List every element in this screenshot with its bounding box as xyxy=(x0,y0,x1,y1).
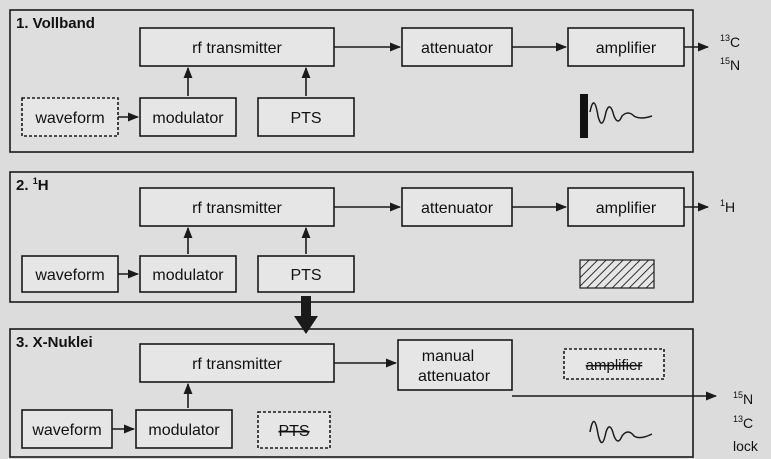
s1-title: 1. Vollband xyxy=(16,15,95,32)
s3-rf-transmitter-box xyxy=(139,343,335,383)
s1-output-2: 15N xyxy=(720,56,740,73)
s2-modulator-box xyxy=(139,255,237,293)
transition-arrow xyxy=(294,296,318,334)
s1-modulator-box xyxy=(139,97,237,137)
s3-modulator-label: modulator xyxy=(148,422,220,439)
s2-amplifier-box xyxy=(567,187,685,227)
s3-title: 3. X-Nuklei xyxy=(16,334,93,351)
s1-pulse-icon xyxy=(580,94,653,138)
s2-pts-label: PTS xyxy=(290,267,321,284)
s1-attenuator-label: attenuator xyxy=(421,40,494,57)
s3-attenuator-line1: manual xyxy=(422,348,474,365)
s1-attenuator-box xyxy=(401,27,513,67)
s2-attenuator-box xyxy=(401,187,513,227)
s2-output-1: 1H xyxy=(720,198,735,215)
s2-rf-transmitter-label: rf transmitter xyxy=(192,200,282,217)
s2-rf-transmitter-box xyxy=(139,187,335,227)
s1-pts-label: PTS xyxy=(290,110,321,127)
s2-hatched-pulse-icon xyxy=(579,259,655,289)
s1-waveform-label: waveform xyxy=(34,110,104,127)
s3-attenuator-line2: attenuator xyxy=(418,368,491,385)
s3-pts-box xyxy=(257,411,331,449)
s2-pts-box xyxy=(257,255,355,293)
s1-rf-transmitter-box xyxy=(139,27,335,67)
s3-modulator-box xyxy=(135,409,233,449)
s1-output-1: 13C xyxy=(720,33,740,50)
s3-amplifier-label: amplifier xyxy=(586,357,643,374)
s3-pulse-icon xyxy=(589,420,653,444)
s3-manual-attenuator-box xyxy=(397,339,513,391)
s3-waveform-label: waveform xyxy=(31,422,101,439)
s3-output-1: 15N xyxy=(733,390,753,407)
s3-waveform-box xyxy=(21,409,113,449)
s2-amplifier-label: amplifier xyxy=(596,200,657,217)
s2-waveform-label: waveform xyxy=(34,267,104,284)
s1-pts-box xyxy=(257,97,355,137)
s1-amplifier-label: amplifier xyxy=(596,40,657,57)
s2-title: 2. 1H xyxy=(16,176,49,194)
s3-rf-transmitter-label: rf transmitter xyxy=(192,356,282,373)
s3-amplifier-box xyxy=(563,348,665,380)
s3-output-2: 13C xyxy=(733,414,753,431)
s2-modulator-label: modulator xyxy=(152,267,224,284)
s3-output-3: lock xyxy=(733,438,759,454)
s1-waveform-box xyxy=(21,97,119,137)
s3-pts-label: PTS xyxy=(278,423,309,440)
s1-modulator-label: modulator xyxy=(152,110,224,127)
s1-rf-transmitter-label: rf transmitter xyxy=(192,40,282,57)
s2-waveform-box xyxy=(21,255,119,293)
s2-attenuator-label: attenuator xyxy=(421,200,494,217)
